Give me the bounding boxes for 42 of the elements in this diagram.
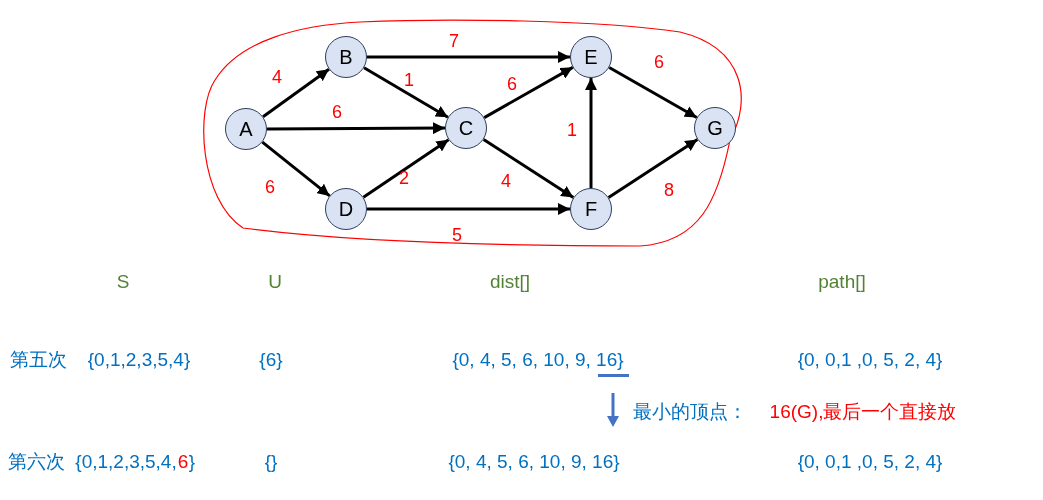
edge-weight: 4: [271, 68, 283, 86]
arrow: [482, 138, 575, 199]
table-text: {6}: [259, 349, 283, 369]
table-text: {}: [264, 451, 278, 471]
table-text: 最小的顶点：: [633, 401, 747, 421]
edge-weight: 7: [448, 32, 460, 50]
table-text: path[]: [818, 271, 866, 291]
edge-weight: 2: [398, 169, 410, 187]
table-text: {0, 0,1 ,0, 5, 2, 4}: [797, 349, 943, 369]
arrow: [362, 138, 450, 199]
table-text: {0, 4, 5, 6, 10, 9, 16}: [452, 349, 624, 369]
edge-weight: 6: [506, 75, 518, 93]
table-text: U: [268, 271, 282, 291]
edge-weight: 6: [653, 53, 665, 71]
arrow: [607, 138, 699, 199]
table-text: {0, 0,1 ,0, 5, 2, 4}: [797, 451, 943, 471]
table-text: {0,1,2,3,5,4}: [87, 349, 191, 369]
arrow: [367, 51, 570, 63]
table-text: }: [188, 451, 196, 471]
edge-weight: 6: [331, 103, 343, 121]
arrow: [608, 66, 698, 119]
arrow: [367, 203, 570, 215]
table-text: {0, 4, 5, 6, 10, 9, 16}: [448, 451, 620, 471]
arrow: [585, 78, 597, 188]
edge-weight: 1: [566, 121, 578, 139]
table-text: 第六次: [7, 451, 65, 471]
arrow: [262, 68, 330, 118]
table-text: S: [116, 271, 130, 291]
table-text: 第五次: [9, 349, 67, 369]
table-text: {0,1,2,3,5,4,: [75, 451, 177, 471]
table-text: dist[]: [489, 271, 531, 291]
table-text: 16(G),最后一个直接放: [769, 401, 957, 421]
edge-weight: 8: [663, 181, 675, 199]
edge-weight: 5: [451, 226, 463, 244]
edge-weight: 1: [403, 71, 415, 89]
table-text: 6: [177, 451, 189, 471]
arrow: [267, 122, 445, 135]
arrow: [483, 66, 574, 119]
arrow: [363, 66, 449, 119]
arrow: [261, 140, 331, 198]
edge-weight: 6: [264, 178, 276, 196]
edge-weight: 4: [500, 172, 512, 190]
